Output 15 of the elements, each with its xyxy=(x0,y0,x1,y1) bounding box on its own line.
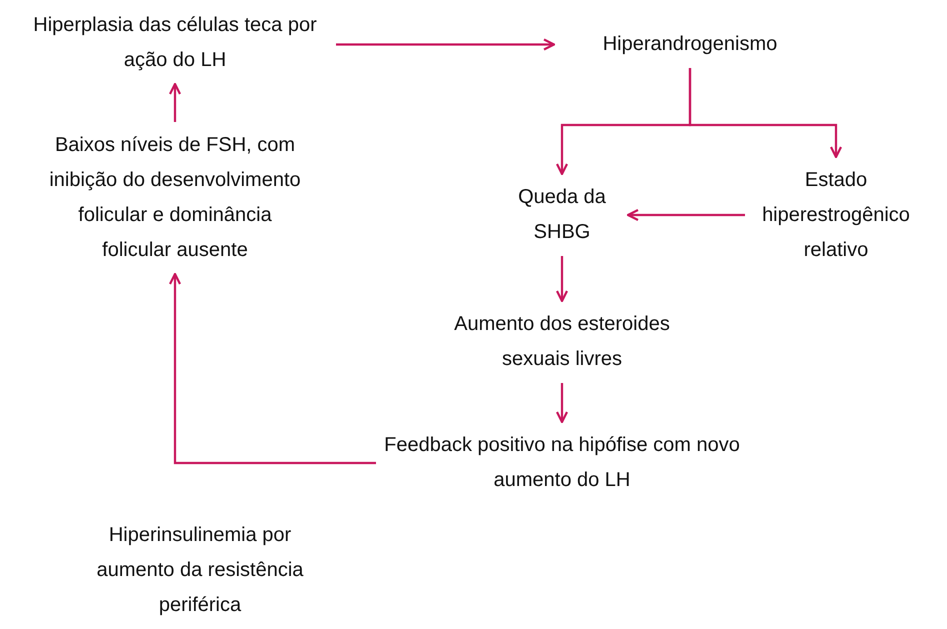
arrow xyxy=(168,272,376,464)
arrow xyxy=(168,82,182,122)
flow-text: Baixos níveis de FSH, com inibição do desenvolvimento folicular e dominância folicular ausente xyxy=(45,128,305,268)
flow-text: Queda da SHBG xyxy=(502,180,622,250)
arrow xyxy=(556,383,568,424)
flow-text: Hiperinsulinemia por aumento da resistência periférica xyxy=(75,518,325,623)
flow-text: Hiperandrogenismo xyxy=(560,27,820,62)
arrow xyxy=(626,208,745,222)
arrow xyxy=(688,68,842,158)
arrow xyxy=(556,256,568,302)
flow-text: Hiperplasia das células teca por ação do LH xyxy=(20,8,330,78)
flow-text: Feedback positivo na hipófise com novo aumento do LH xyxy=(382,428,742,498)
flow-text: Aumento dos esteroides sexuais livres xyxy=(432,307,692,377)
flow-text: Estado hiperestrogênico relativo xyxy=(751,163,921,268)
arrow xyxy=(336,38,556,51)
